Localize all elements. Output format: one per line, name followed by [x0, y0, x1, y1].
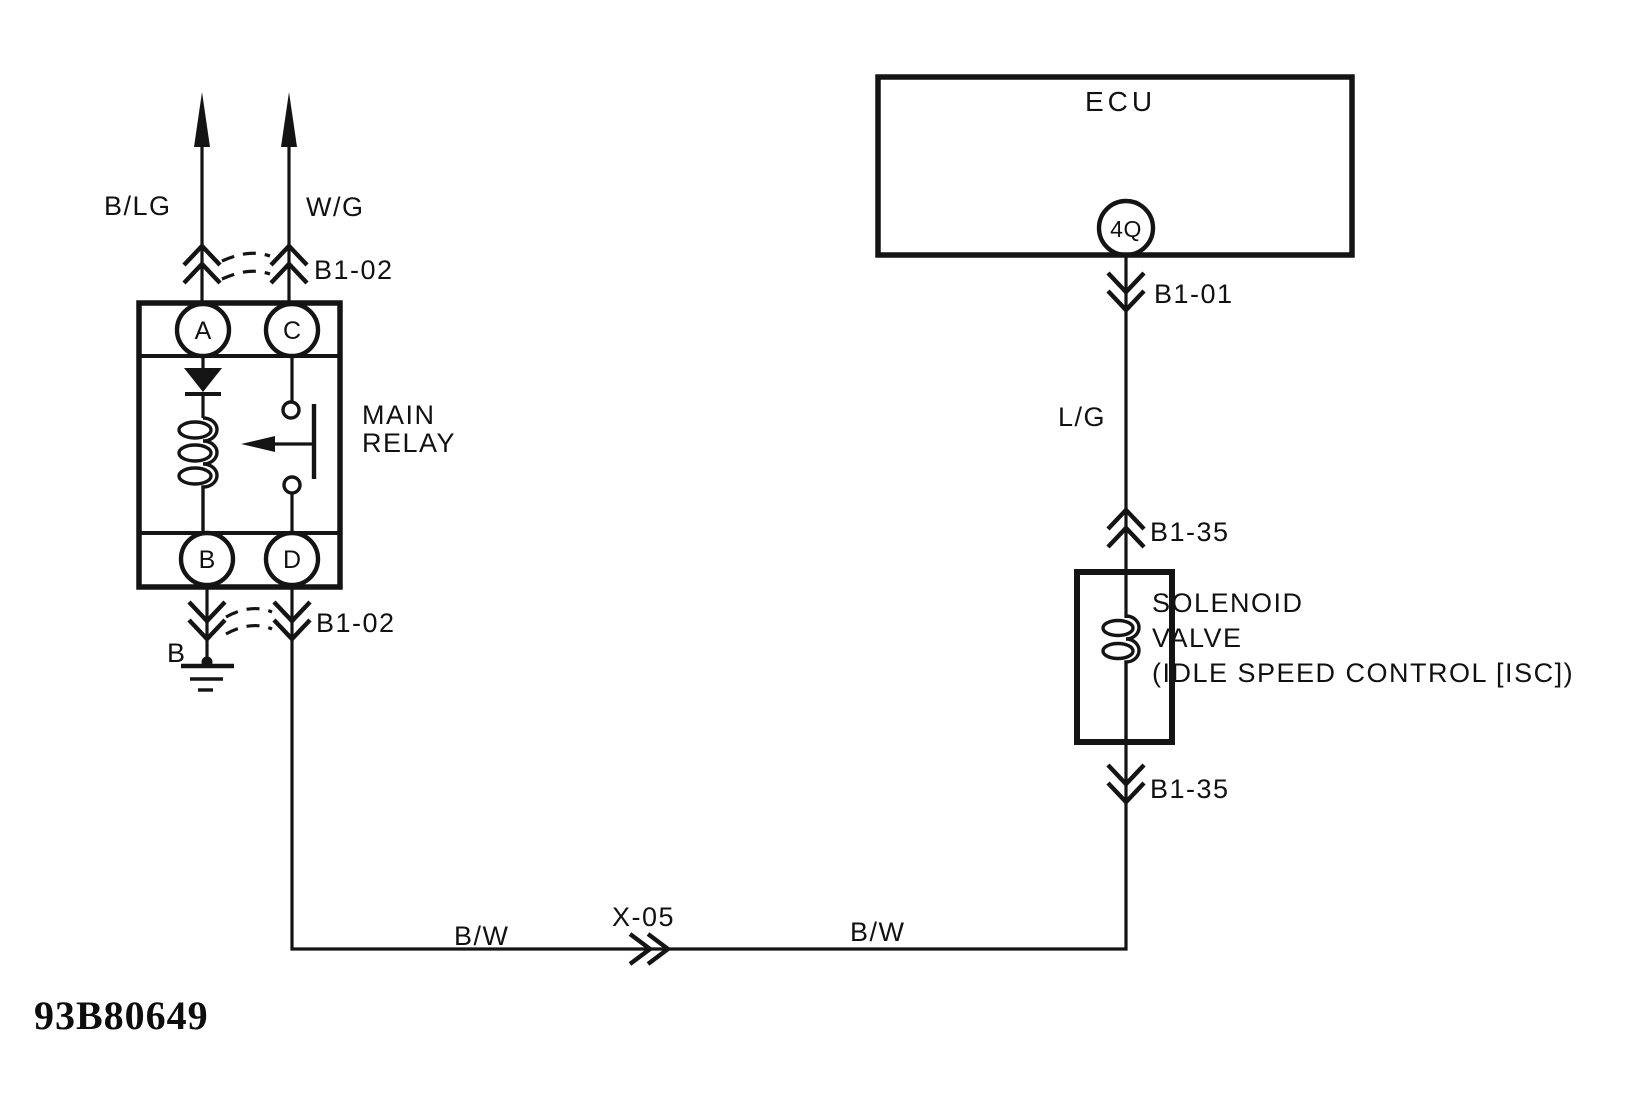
wire-label-b-w-right: B/W — [850, 917, 906, 947]
connector-dashed-link — [225, 623, 273, 636]
chevron-down-icon — [187, 600, 227, 625]
switch-contact-top — [281, 400, 301, 420]
coil-loop — [1101, 618, 1135, 638]
coil-loop — [177, 466, 213, 486]
connector-b1-35-top: B1-35 — [1106, 506, 1230, 549]
relay-terminal-a-label: A — [195, 317, 212, 345]
connector-dashed-link — [225, 606, 273, 619]
coil-loop — [177, 420, 213, 440]
solenoid-coil-symbol — [1101, 614, 1141, 742]
chevron-up-icon — [269, 242, 309, 267]
chevron-up-icon — [182, 242, 222, 267]
relay-terminal-d-label: D — [283, 546, 301, 574]
chevron-up-icon — [182, 260, 222, 285]
left-arrow-icon — [241, 436, 275, 452]
coil-humps — [1124, 614, 1141, 742]
connector-dashed-link — [221, 269, 271, 281]
chevron-right-icon — [646, 932, 672, 966]
chevron-up-icon — [269, 260, 309, 285]
chevron-down-icon — [1106, 763, 1146, 788]
chevron-right-icon — [628, 932, 654, 966]
power-feed-wires: B/LG W/G — [104, 92, 365, 304]
chevron-down-icon — [1106, 271, 1146, 296]
solenoid-valve: SOLENOID VALVE (IDLE SPEED CONTROL [ISC]… — [1074, 569, 1574, 745]
connector-label-b1-01: B1-01 — [1154, 279, 1234, 309]
relay-label-line2: RELAY — [362, 428, 456, 458]
solenoid-label-line1: SOLENOID — [1152, 588, 1304, 618]
ground-symbol — [181, 656, 234, 692]
relay-terminal-b-label: B — [199, 546, 216, 574]
wire-label-w-g: W/G — [306, 192, 365, 222]
coil-loop — [177, 443, 213, 463]
chevron-down-icon — [187, 618, 227, 643]
connector-label-b1-02-top: B1-02 — [314, 255, 394, 285]
connector-b1-02-bottom: B1-02 — [225, 600, 396, 643]
diode-symbol — [184, 356, 222, 418]
relay-label-line1: MAIN — [362, 400, 436, 430]
coil-loop — [1101, 641, 1135, 661]
coil-humps — [201, 416, 219, 533]
up-arrow-icon — [194, 92, 210, 147]
connector-label-b1-02-bottom: B1-02 — [316, 608, 396, 638]
ecu-label: ECU — [1085, 86, 1156, 117]
relay-switch-symbol — [241, 356, 317, 533]
wire-label-b-w-left: B/W — [454, 921, 510, 951]
figure-id: 93B80649 — [34, 993, 209, 1038]
connector-label-x-05: X-05 — [612, 902, 675, 932]
connector-dashed-link — [221, 251, 271, 263]
chevron-down-icon — [1106, 781, 1146, 806]
wire-b-w — [290, 585, 1128, 951]
ecu: ECU 4Q — [875, 74, 1355, 572]
wire-label-b-lg: B/LG — [104, 191, 172, 221]
chevron-down-icon — [1106, 289, 1146, 314]
wire-label-l-g: L/G — [1058, 402, 1106, 432]
switch-contact-bottom — [282, 475, 302, 495]
relay-box — [136, 300, 343, 590]
solenoid-label-line2: VALVE — [1152, 623, 1243, 653]
chevron-up-icon — [1106, 506, 1146, 531]
connector-label-b1-35-top: B1-35 — [1150, 517, 1230, 547]
solenoid-label-line3: (IDLE SPEED CONTROL [ISC]) — [1152, 658, 1574, 688]
connector-b1-35-bottom: B1-35 — [1106, 763, 1230, 806]
up-arrow-icon — [281, 92, 297, 147]
relay-to-solenoid-wire: B/W X-05 B/W — [290, 585, 1128, 966]
ground-wire-label: B — [167, 638, 187, 668]
relay-terminal-c-label: C — [283, 317, 301, 345]
diode-triangle — [184, 368, 222, 392]
relay-coil-symbol — [177, 416, 219, 533]
ground-branch: B — [167, 585, 234, 692]
connector-b1-02-top: B1-02 — [182, 242, 394, 285]
chevron-up-icon — [1106, 524, 1146, 549]
main-relay: A C B D MAIN RELAY — [136, 300, 456, 590]
connector-label-b1-35-bottom: B1-35 — [1150, 774, 1230, 804]
connector-b1-01: B1-01 — [1106, 271, 1234, 314]
ecu-terminal-label: 4Q — [1110, 216, 1142, 242]
ecu-box — [875, 74, 1355, 258]
